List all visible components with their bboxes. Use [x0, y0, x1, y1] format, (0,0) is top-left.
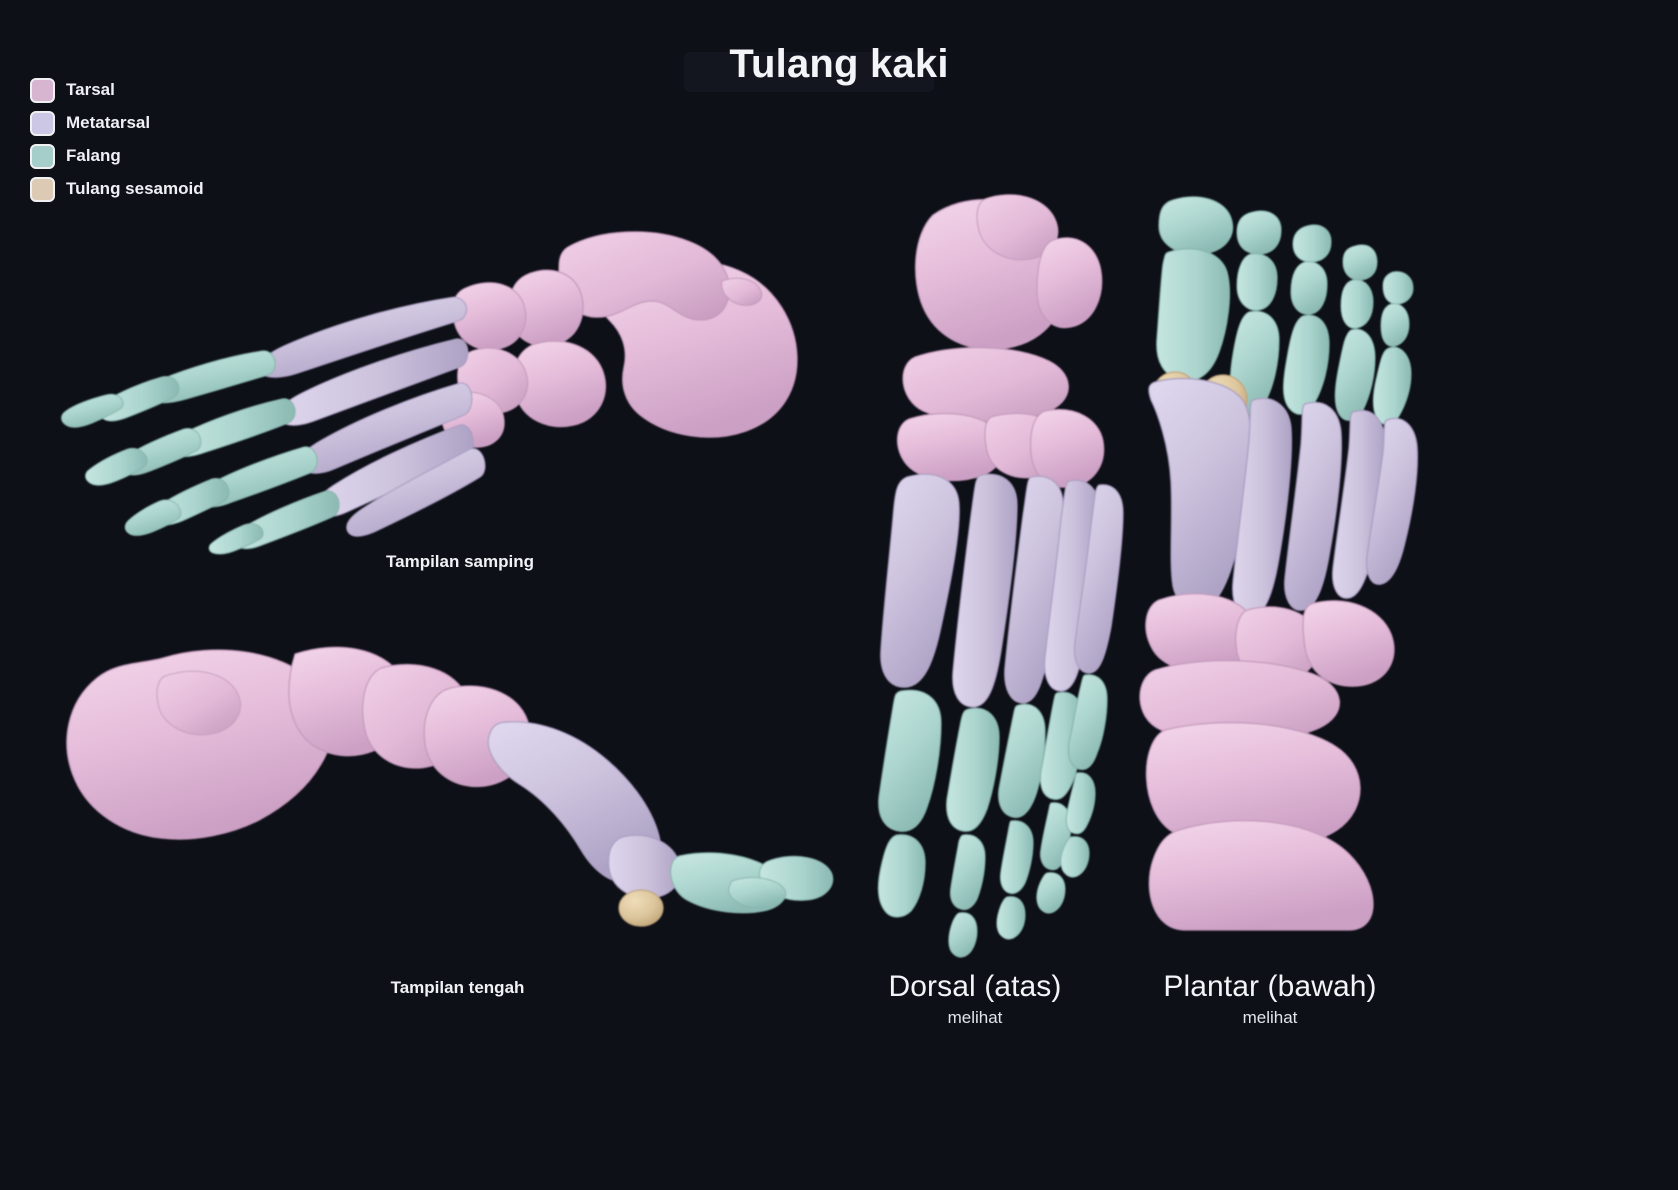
bone-proximal-phalanx-5-plantar: [1372, 346, 1412, 425]
bone-middle-phalanx-5-plantar: [1380, 303, 1410, 347]
bone-lesser-toe-medial: [728, 877, 787, 909]
bone-proximal-phalanx-3-dorsal: [998, 703, 1046, 818]
caption-dorsal-block: Dorsal (atas) melihat: [840, 970, 1110, 1028]
bone-distal-phalanx-1: [61, 393, 124, 428]
caption-lateral-view: Tampilan samping: [386, 552, 534, 571]
bone-navicular-plantar: [1139, 659, 1340, 743]
bone-distal-phalanx-3: [124, 499, 182, 536]
bone-distal-phalanx-1-plantar: [1158, 196, 1234, 255]
caption-medial-view: Tampilan tengah: [390, 978, 525, 997]
bone-distal-phalanx-4-dorsal: [1036, 872, 1066, 914]
legend-swatch-tarsal: [30, 77, 55, 103]
bone-distal-phalanx-4: [208, 523, 264, 555]
bone-sesamoid-medial: [618, 889, 664, 927]
bone-metatarsal-3: [300, 382, 473, 474]
bone-metatarsal-3-plantar: [1284, 401, 1343, 611]
bone-metatarsal-2-dorsal: [952, 473, 1018, 708]
bone-proximal-phalanx-1-plantar: [1156, 248, 1231, 382]
legend-item-metatarsal: Metatarsal: [30, 107, 204, 139]
bone-proximal-phalanx-1-dorsal: [878, 689, 942, 832]
caption-plantar-sub: melihat: [1242, 1008, 1298, 1027]
figure-plantar-view: [1125, 190, 1425, 931]
bone-middle-phalanx-2-dorsal: [949, 834, 986, 911]
bone-calcaneus-detail: [156, 670, 242, 736]
bone-metatarsal-5-dorsal: [1074, 484, 1124, 674]
page-title: Tulang kaki: [729, 42, 949, 86]
bone-proximal-phalanx-3-plantar: [1282, 314, 1330, 415]
legend-item-falang: Falang: [30, 140, 204, 172]
bone-distal-phalanx-5-dorsal: [1060, 836, 1090, 878]
legend: Tarsal Metatarsal Falang Tulang sesamoid: [30, 74, 204, 205]
bone-middle-phalanx-5-dorsal: [1065, 772, 1096, 835]
legend-label-sesamoid: Tulang sesamoid: [66, 179, 204, 198]
bone-middle-phalanx-3-plantar: [1290, 261, 1328, 315]
bone-distal-phalanx-1-dorsal: [877, 834, 926, 918]
bone-proximal-phalanx-5-dorsal: [1067, 674, 1108, 770]
bone-distal-phalanx-3-plantar: [1292, 224, 1332, 263]
bone-talus-plantar: [1145, 721, 1361, 851]
bone-proximal-phalanx-4-plantar: [1334, 328, 1376, 421]
bone-distal-phalanx-3-dorsal: [996, 896, 1026, 940]
legend-label-tarsal: Tarsal: [66, 80, 115, 99]
bone-proximal-phalanx-1: [148, 350, 276, 404]
bone-metatarsal-1-dorsal: [880, 473, 960, 688]
bone-talus-head-dorsal: [976, 194, 1059, 261]
bone-distal-phalanx-2: [85, 447, 148, 486]
bone-middle-phalanx-2-plantar: [1236, 253, 1278, 311]
bone-metatarsal-2: [278, 338, 469, 426]
legend-item-tarsal: Tarsal: [30, 74, 204, 106]
bone-distal-phalanx-2-dorsal: [948, 912, 978, 958]
bone-cuboid-plantar: [1302, 600, 1395, 687]
legend-swatch-metatarsal: [30, 110, 55, 136]
caption-plantar-view: Plantar (bawah): [1163, 970, 1377, 1003]
bone-metatarsal-5: [346, 448, 486, 537]
figure-dorsal-view: [845, 185, 1125, 958]
bone-distal-phalanx-4-plantar: [1342, 244, 1378, 281]
figure-lateral-view: [40, 205, 820, 555]
figure-medial-view: [45, 630, 835, 930]
legend-label-metatarsal: Metatarsal: [66, 113, 151, 132]
bone-calcaneus-plantar: [1148, 820, 1374, 931]
bone-talus-process: [721, 277, 763, 306]
legend-swatch-falang: [30, 143, 55, 169]
bone-metatarsal-1: [258, 296, 468, 378]
bone-navicular-dorsal: [902, 347, 1069, 422]
bone-distal-phalanx-2-plantar: [1236, 210, 1282, 255]
bone-distal-phalanx-5-plantar: [1382, 271, 1414, 305]
title-overlay-box: [684, 52, 934, 92]
caption-plantar-block: Plantar (bawah) melihat: [1110, 970, 1430, 1028]
caption-dorsal-sub: melihat: [947, 1008, 1003, 1027]
bone-middle-phalanx-4-plantar: [1340, 279, 1374, 329]
caption-dorsal-view: Dorsal (atas): [888, 970, 1062, 1003]
bone-middle-phalanx-3-dorsal: [999, 820, 1034, 895]
bone-metatarsal-5-plantar: [1365, 417, 1419, 585]
legend-label-falang: Falang: [66, 146, 121, 165]
bone-metatarsal-head-medial: [608, 834, 682, 899]
bone-proximal-phalanx-2-dorsal: [946, 707, 1000, 832]
bone-cuboid-dorsal: [1030, 409, 1105, 488]
legend-swatch-sesamoid: [30, 176, 55, 202]
bone-calcaneus-dorsal: [1036, 237, 1103, 329]
legend-item-sesamoid: Tulang sesamoid: [30, 173, 204, 205]
